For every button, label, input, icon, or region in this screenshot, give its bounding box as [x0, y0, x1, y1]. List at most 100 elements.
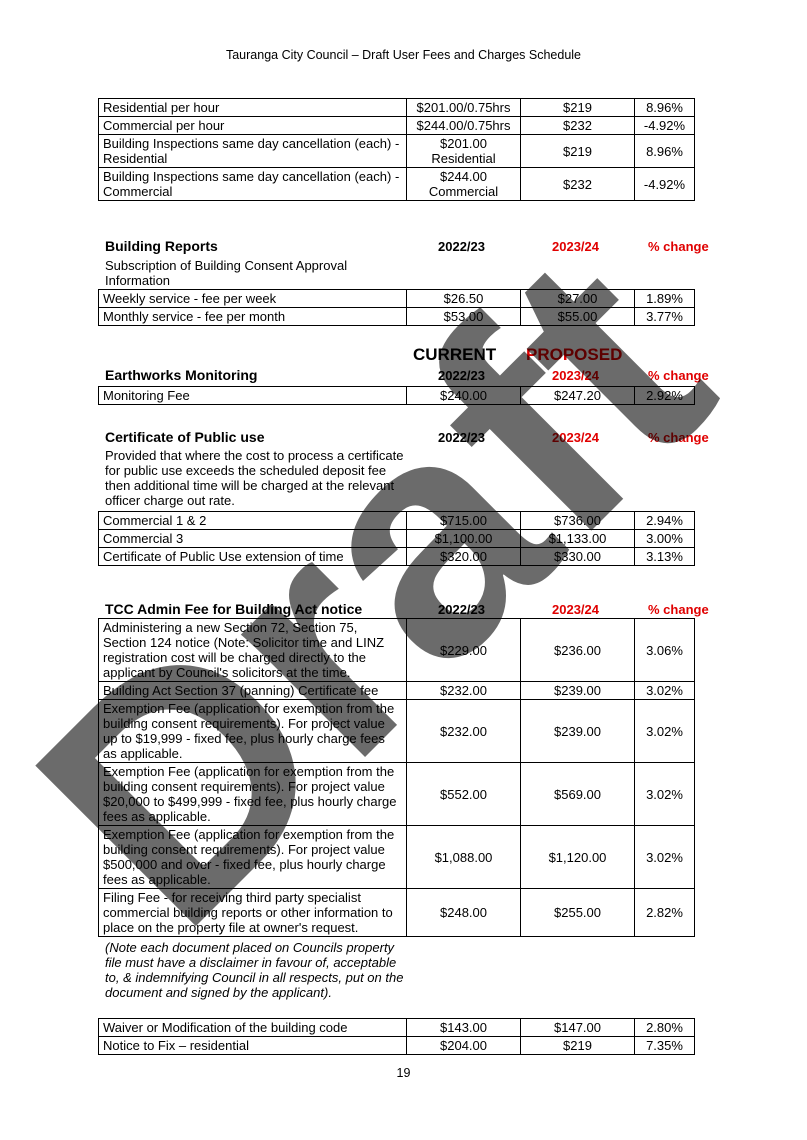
fee-current: $201.00/0.75hrs: [406, 98, 521, 117]
fee-current: $1,088.00: [406, 825, 521, 889]
table-row: Weekly service - fee per week$26.50$27.0…: [98, 289, 695, 308]
public-use-pct-header: % change: [648, 430, 709, 445]
fee-pct-change: 1.89%: [634, 289, 695, 308]
proposed-label: PROPOSED: [526, 345, 623, 364]
fee-pct-change: 3.77%: [634, 307, 695, 326]
fee-proposed: $1,133.00: [520, 529, 635, 548]
fee-current: $232.00: [406, 681, 521, 700]
fee-pct-change: -4.92%: [634, 116, 695, 135]
admin-fee-pct-header: % change: [648, 602, 709, 617]
admin-fee-title: TCC Admin Fee for Building Act notice: [105, 601, 363, 617]
fee-proposed: $569.00: [520, 762, 635, 826]
fee-proposed: $147.00: [520, 1018, 635, 1037]
fee-description: Commercial per hour: [98, 116, 407, 135]
fee-description: Building Inspections same day cancellati…: [98, 134, 407, 168]
table-row: Building Inspections same day cancellati…: [98, 134, 695, 168]
table-row: Exemption Fee (application for exemption…: [98, 825, 695, 889]
fee-description: Monitoring Fee: [98, 386, 407, 405]
fee-pct-change: 2.94%: [634, 511, 695, 530]
fee-description: Exemption Fee (application for exemption…: [98, 762, 407, 826]
table-row: Certificate of Public Use extension of t…: [98, 547, 695, 566]
fee-current: $26.50: [406, 289, 521, 308]
earthworks-year-proposed: 2023/24: [552, 368, 599, 383]
fee-description: Waiver or Modification of the building c…: [98, 1018, 407, 1037]
table-row: Monthly service - fee per month$53.00$55…: [98, 307, 695, 326]
fee-current: $244.00 Commercial: [406, 167, 521, 201]
table-row: Filing Fee - for receiving third party s…: [98, 888, 695, 937]
fee-proposed: $55.00: [520, 307, 635, 326]
fee-description: Weekly service - fee per week: [98, 289, 407, 308]
fee-description: Exemption Fee (application for exemption…: [98, 699, 407, 763]
earthworks-year-current: 2022/23: [438, 368, 485, 383]
building-reports-title: Building Reports: [105, 238, 218, 254]
fee-current: $204.00: [406, 1036, 521, 1055]
table-row: Exemption Fee (application for exemption…: [98, 762, 695, 826]
table-row: Administering a new Section 72, Section …: [98, 618, 695, 682]
building-reports-year-current: 2022/23: [438, 239, 485, 254]
fee-proposed: $219: [520, 1036, 635, 1055]
fee-proposed: $236.00: [520, 618, 635, 682]
fee-current: $232.00: [406, 699, 521, 763]
earthworks-title: Earthworks Monitoring: [105, 367, 258, 383]
page-number: 19: [396, 1066, 411, 1080]
fee-current: $320.00: [406, 547, 521, 566]
fee-pct-change: 3.02%: [634, 699, 695, 763]
admin-fee-year-current: 2022/23: [438, 602, 485, 617]
fee-current: $240.00: [406, 386, 521, 405]
fee-current: $201.00 Residential: [406, 134, 521, 168]
fee-description: Certificate of Public Use extension of t…: [98, 547, 407, 566]
fee-pct-change: 2.82%: [634, 888, 695, 937]
building-reports-subtitle: Subscription of Building Consent Approva…: [105, 258, 348, 288]
fee-pct-change: 3.06%: [634, 618, 695, 682]
fee-proposed: $736.00: [520, 511, 635, 530]
fee-current: $244.00/0.75hrs: [406, 116, 521, 135]
table-row: Exemption Fee (application for exemption…: [98, 699, 695, 763]
admin-fee-year-proposed: 2023/24: [552, 602, 599, 617]
fee-current: $248.00: [406, 888, 521, 937]
fee-pct-change: 3.02%: [634, 681, 695, 700]
fee-current: $229.00: [406, 618, 521, 682]
fee-description: Filing Fee - for receiving third party s…: [98, 888, 407, 937]
fee-current: $715.00: [406, 511, 521, 530]
fee-pct-change: 8.96%: [634, 98, 695, 117]
public-use-year-current: 2022/23: [438, 430, 485, 445]
page-header: Tauranga City Council – Draft User Fees …: [225, 48, 582, 62]
earthworks-pct-header: % change: [648, 368, 709, 383]
table-row: Waiver or Modification of the building c…: [98, 1018, 695, 1037]
fee-pct-change: 2.80%: [634, 1018, 695, 1037]
table-row: Commercial per hour$244.00/0.75hrs$232-4…: [98, 116, 695, 135]
table-row: Building Act Section 37 (panning) Certif…: [98, 681, 695, 700]
fee-pct-change: 7.35%: [634, 1036, 695, 1055]
fee-pct-change: 3.02%: [634, 825, 695, 889]
fee-description: Exemption Fee (application for exemption…: [98, 825, 407, 889]
fee-proposed: $239.00: [520, 699, 635, 763]
fee-description: Building Inspections same day cancellati…: [98, 167, 407, 201]
building-reports-pct-header: % change: [648, 239, 709, 254]
fee-description: Administering a new Section 72, Section …: [98, 618, 407, 682]
public-use-year-proposed: 2023/24: [552, 430, 599, 445]
fee-proposed: $232: [520, 167, 635, 201]
fee-description: Residential per hour: [98, 98, 407, 117]
current-label: CURRENT: [413, 345, 497, 364]
admin-fee-table: Administering a new Section 72, Section …: [98, 618, 695, 937]
admin-fee-note: (Note each document placed on Councils p…: [105, 940, 404, 1000]
public-use-title: Certificate of Public use: [105, 429, 265, 445]
table-row: Building Inspections same day cancellati…: [98, 167, 695, 201]
fee-proposed: $247.20: [520, 386, 635, 405]
fee-pct-change: 3.13%: [634, 547, 695, 566]
fee-proposed: $219: [520, 134, 635, 168]
fee-proposed: $1,120.00: [520, 825, 635, 889]
fee-proposed: $232: [520, 116, 635, 135]
fee-current: $143.00: [406, 1018, 521, 1037]
fee-proposed: $239.00: [520, 681, 635, 700]
fee-proposed: $330.00: [520, 547, 635, 566]
fee-description: Commercial 3: [98, 529, 407, 548]
admin-fee-table-2: Waiver or Modification of the building c…: [98, 1018, 695, 1055]
